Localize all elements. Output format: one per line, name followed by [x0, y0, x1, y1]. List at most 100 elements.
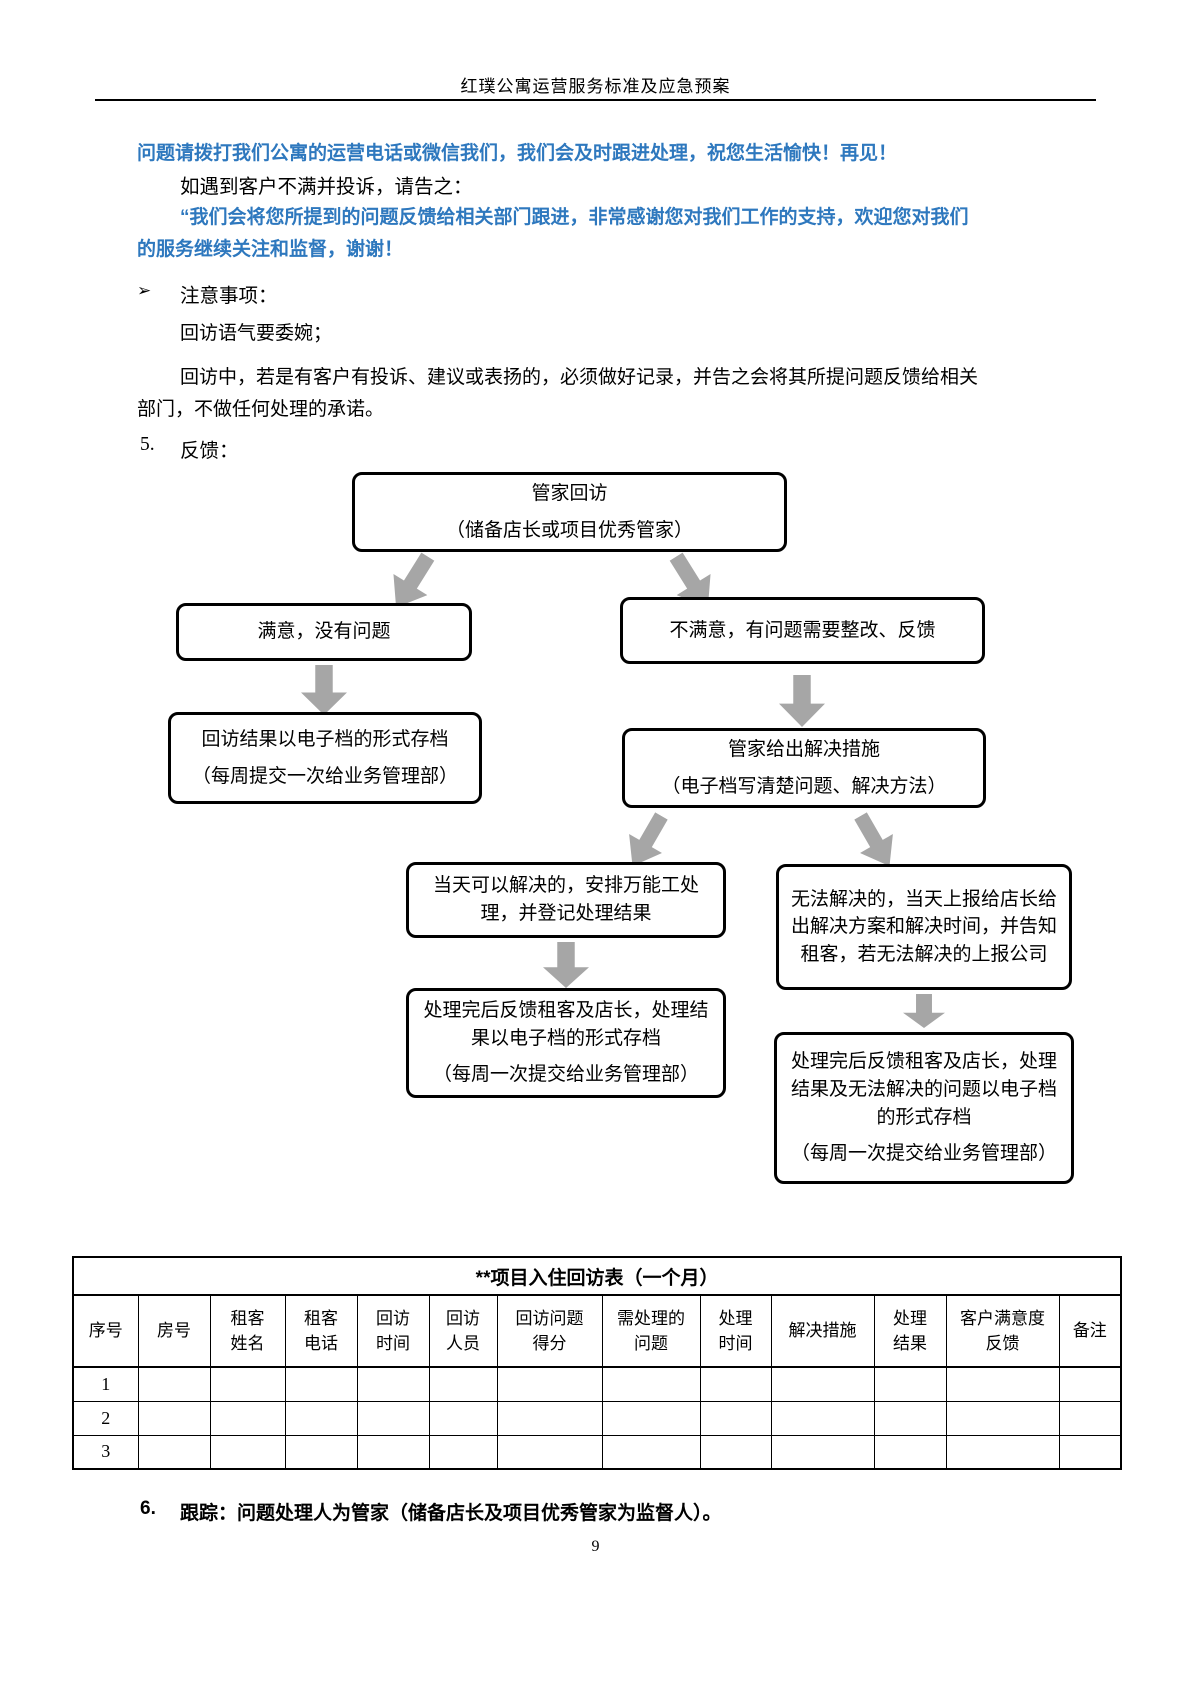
column-header: 回访问题 得分	[496, 1294, 603, 1368]
table-cell	[699, 1366, 772, 1402]
table-cell	[945, 1434, 1060, 1470]
visit-table: **项目入住回访表（一个月） 序号房号租客 姓名租客 电话回访 时间回访 人员回…	[72, 1256, 1123, 1470]
table-cell	[209, 1434, 286, 1470]
flow-box-feedback-right-line1: 处理完后反馈租客及店长，处理结果及无法解决的问题以电子档的形式存档	[790, 1051, 1057, 1128]
column-header: 处理 结果	[873, 1294, 947, 1368]
para-blue-2-line1: “我们会将您所提到的问题反馈给相关部门跟进，非常感谢您对我们工作的支持，欢迎您对…	[180, 207, 969, 228]
column-header: 客户满意度 反馈	[945, 1294, 1060, 1368]
flow-box-solution-line1: 管家给出解决措施	[727, 738, 880, 760]
table-cell	[209, 1366, 286, 1402]
column-header: 回访 时间	[356, 1294, 430, 1368]
table-cell	[356, 1434, 430, 1470]
flow-box-unsatisfied-line1: 不满意，有问题需要整改、反馈	[669, 619, 936, 641]
column-header: 租客 电话	[284, 1294, 358, 1368]
flow-box-archive: 回访结果以电子档的形式存档 （每周提交一次给业务管理部）	[168, 712, 482, 804]
column-header: 处理 时间	[699, 1294, 772, 1368]
table-cell	[601, 1434, 701, 1470]
table-cell	[496, 1434, 603, 1470]
para-blue-2-line2: 的服务继续关注和监督，谢谢！	[137, 239, 404, 260]
flow-arrow-mid-right-icon	[903, 994, 945, 1028]
table-cell	[209, 1400, 286, 1436]
flow-box-feedback-right: 处理完后反馈租客及店长，处理结果及无法解决的问题以电子档的形式存档 （每周一次提…	[774, 1032, 1074, 1184]
table-cell	[601, 1366, 701, 1402]
page-header-title: 红璞公寓运营服务标准及应急预案	[460, 77, 731, 96]
table-row: 1	[72, 1366, 1122, 1402]
table-cell	[428, 1366, 498, 1402]
flow-box-top-line2: （储备店长或项目优秀管家）	[445, 519, 693, 541]
table-cell	[1058, 1366, 1122, 1402]
note-line-2b: 部门，不做任何处理的承诺。	[137, 399, 385, 420]
para-blue-1: 问题请拨打我们公寓的运营电话或微信我们，我们会及时跟进处理，祝您生活愉快！再见！	[137, 143, 898, 164]
table-cell	[1058, 1434, 1122, 1470]
table-cell	[137, 1400, 211, 1436]
flow-box-same-day-line1: 当天可以解决的，安排万能工处理，并登记处理结果	[432, 875, 699, 924]
flow-box-feedback-right-line2: （每周一次提交给业务管理部）	[790, 1143, 1057, 1165]
flow-box-archive-line1: 回访结果以电子档的形式存档	[201, 728, 449, 750]
table-cell	[873, 1400, 947, 1436]
column-header: 序号	[72, 1294, 139, 1368]
table-row: 2	[72, 1400, 1122, 1436]
flow-box-satisfied: 满意，没有问题	[176, 603, 472, 661]
table-row: 3	[72, 1434, 1122, 1470]
page-number: 9	[591, 1538, 600, 1555]
column-header: 房号	[137, 1294, 211, 1368]
item5-label: 反馈：	[180, 441, 239, 462]
column-header: 需处理的 问题	[601, 1294, 701, 1368]
flow-box-same-day: 当天可以解决的，安排万能工处理，并登记处理结果	[406, 862, 726, 938]
note-line-1: 回访语气要委婉；	[180, 323, 333, 344]
notes-heading: 注意事项：	[180, 286, 278, 307]
table-cell	[284, 1434, 358, 1470]
flow-box-cannot-solve-line1: 无法解决的，当天上报给店长给出解决方案和解决时间，并告知租客，若无法解决的上报公…	[790, 888, 1057, 965]
table-cell	[137, 1366, 211, 1402]
note-line-2a: 回访中，若是有客户有投诉、建议或表扬的，必须做好记录，并告之会将其所提问题反馈给…	[180, 367, 979, 388]
table-cell: 2	[72, 1400, 139, 1436]
table-cell: 3	[72, 1434, 139, 1470]
table-cell	[699, 1434, 772, 1470]
table-cell	[428, 1434, 498, 1470]
table-cell	[496, 1366, 603, 1402]
flow-box-top-line1: 管家回访	[531, 482, 608, 504]
table-cell	[356, 1366, 430, 1402]
flow-box-unsatisfied: 不满意，有问题需要整改、反馈	[620, 597, 985, 664]
table-cell	[770, 1400, 875, 1436]
flow-box-cannot-solve: 无法解决的，当天上报给店长给出解决方案和解决时间，并告知租客，若无法解决的上报公…	[776, 864, 1072, 990]
item6-number: 6.	[140, 1498, 156, 1519]
flow-box-solution-line2: （电子档写清楚问题、解决方法）	[661, 775, 947, 797]
para-black-1: 如遇到客户不满并投诉，请告之：	[180, 177, 473, 198]
table-cell	[873, 1366, 947, 1402]
flow-box-solution: 管家给出解决措施 （电子档写清楚问题、解决方法）	[622, 728, 986, 808]
table-cell	[945, 1400, 1060, 1436]
table-cell	[496, 1400, 603, 1436]
header-rule	[95, 99, 1096, 101]
table-cell	[601, 1400, 701, 1436]
table-cell: 1	[72, 1366, 139, 1402]
flow-box-feedback-left-line2: （每周一次提交给业务管理部）	[432, 1064, 699, 1086]
table-title: **项目入住回访表（一个月）	[72, 1256, 1122, 1296]
table-cell	[284, 1400, 358, 1436]
flow-arrow-right-down-icon	[779, 675, 825, 727]
table-cell	[284, 1366, 358, 1402]
flow-box-feedback-left: 处理完后反馈租客及店长，处理结果以电子档的形式存档 （每周一次提交给业务管理部）	[406, 988, 726, 1098]
flow-box-archive-line2: （每周提交一次给业务管理部）	[191, 765, 458, 787]
table-cell	[1058, 1400, 1122, 1436]
item6-text: 跟踪：问题处理人为管家（储备店长及项目优秀管家为监督人）。	[180, 1503, 722, 1524]
item5-number: 5.	[140, 434, 155, 455]
table-cell	[137, 1434, 211, 1470]
flow-box-top: 管家回访 （储备店长或项目优秀管家）	[352, 472, 787, 552]
flow-box-feedback-left-line1: 处理完后反馈租客及店长，处理结果以电子档的形式存档	[423, 1000, 709, 1049]
flow-arrow-mid-left-icon	[543, 942, 589, 988]
table-cell	[873, 1434, 947, 1470]
flow-arrow-left-down-icon	[301, 665, 347, 715]
column-header: 回访 人员	[428, 1294, 498, 1368]
table-cell	[945, 1366, 1060, 1402]
flow-box-satisfied-line1: 满意，没有问题	[257, 621, 391, 643]
table-cell	[356, 1400, 430, 1436]
column-header: 解决措施	[770, 1294, 875, 1368]
table-cell	[428, 1400, 498, 1436]
table-cell	[770, 1366, 875, 1402]
bullet-arrow-icon: ➢	[137, 281, 152, 300]
column-header: 备注	[1058, 1294, 1122, 1368]
table-cell	[699, 1400, 772, 1436]
table-cell	[770, 1434, 875, 1470]
